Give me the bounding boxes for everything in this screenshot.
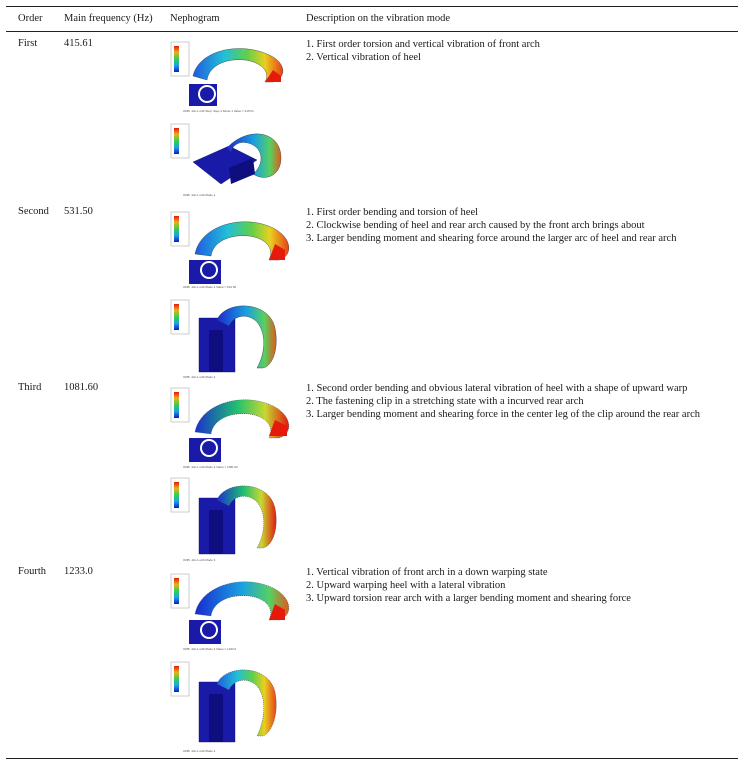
nephogram-image: ODB: Job-1.odb Mode 2 Value = 531.50: [169, 210, 299, 292]
row-frequency: 1233.0: [64, 566, 93, 577]
svg-text:ODB: Job-1.odb Mode 4: ODB: Job-1.odb Mode 4: [183, 749, 216, 753]
description-line: 2. Vertical vibration of heel: [306, 52, 421, 63]
header-frequency: Main frequency (Hz): [64, 13, 153, 24]
row-description: 1. First order bending and torsion of he…: [306, 206, 738, 245]
nephogram-image: ODB: Job-1.odb Mode 2: [169, 298, 299, 380]
description-line: 2. Upward warping heel with a lateral vi…: [306, 580, 506, 591]
description-line: 1. Second order bending and obvious late…: [306, 383, 688, 394]
row-order: Fourth: [18, 566, 47, 577]
table-container: Order Main frequency (Hz) Nephogram Desc…: [6, 6, 738, 759]
row-frequency: 531.50: [64, 206, 93, 217]
nephogram-image: ODB: Job-1.odb Mode 4 Value = 1233.0: [169, 572, 299, 654]
table-top-rule: [6, 6, 738, 7]
nephogram-image: ODB: Job-1.odb Mode 3: [169, 476, 299, 564]
row-description: 1. Second order bending and obvious late…: [306, 382, 738, 421]
header-order: Order: [18, 13, 43, 24]
svg-text:ODB: Job-1.odb Mode 2: ODB: Job-1.odb Mode 2: [183, 375, 216, 379]
description-line: 3. Upward torsion rear arch with a large…: [306, 593, 631, 604]
nephogram-image: ODB: Job-1.odb Step: Step-1 Mode 1 Value…: [169, 40, 299, 116]
description-line: 3. Larger bending moment and shearing fo…: [306, 409, 700, 420]
description-line: 1. First order torsion and vertical vibr…: [306, 39, 540, 50]
row-order: First: [18, 38, 38, 49]
description-line: 1. Vertical vibration of front arch in a…: [306, 567, 548, 578]
description-line: 1. First order bending and torsion of he…: [306, 207, 479, 218]
svg-text:ODB: Job-1.odb Mode 2 Value: ODB: Job-1.odb Mode 2 Value = 531.50: [183, 285, 237, 289]
table-header-rule: [6, 31, 738, 32]
nephogram-image: ODB: Job-1.odb Mode 4: [169, 660, 299, 756]
row-order: Third: [18, 382, 42, 393]
header-nephogram: Nephogram: [170, 13, 220, 24]
svg-text:ODB: Job-1.odb Step: Step-1: ODB: Job-1.odb Step: Step-1 Mode 1 Value…: [183, 109, 254, 113]
row-frequency: 1081.60: [64, 382, 99, 393]
row-order: Second: [18, 206, 49, 217]
row-description: 1. First order torsion and vertical vibr…: [306, 38, 738, 64]
description-line: 3. Larger bending moment and shearing fo…: [306, 233, 677, 244]
description-line: 2. Clockwise bending of heel and rear ar…: [306, 220, 645, 231]
table-bottom-rule: [6, 758, 738, 759]
nephogram-image: ODB: Job-1.odb Mode 1: [169, 122, 299, 200]
header-description: Description on the vibration mode: [306, 13, 451, 24]
svg-text:ODB: Job-1.odb Mode 4 Value: ODB: Job-1.odb Mode 4 Value = 1233.0: [183, 647, 237, 651]
row-frequency: 415.61: [64, 38, 93, 49]
row-description: 1. Vertical vibration of front arch in a…: [306, 566, 738, 605]
svg-text:ODB: Job-1.odb Mode 3 Value: ODB: Job-1.odb Mode 3 Value = 1081.60: [183, 465, 238, 469]
nephogram-image: ODB: Job-1.odb Mode 3 Value = 1081.60: [169, 386, 299, 472]
description-line: 2. The fastening clip in a stretching st…: [306, 396, 584, 407]
svg-text:ODB: Job-1.odb Mode 1: ODB: Job-1.odb Mode 1: [183, 193, 216, 197]
svg-text:ODB: Job-1.odb Mode 3: ODB: Job-1.odb Mode 3: [183, 558, 216, 562]
